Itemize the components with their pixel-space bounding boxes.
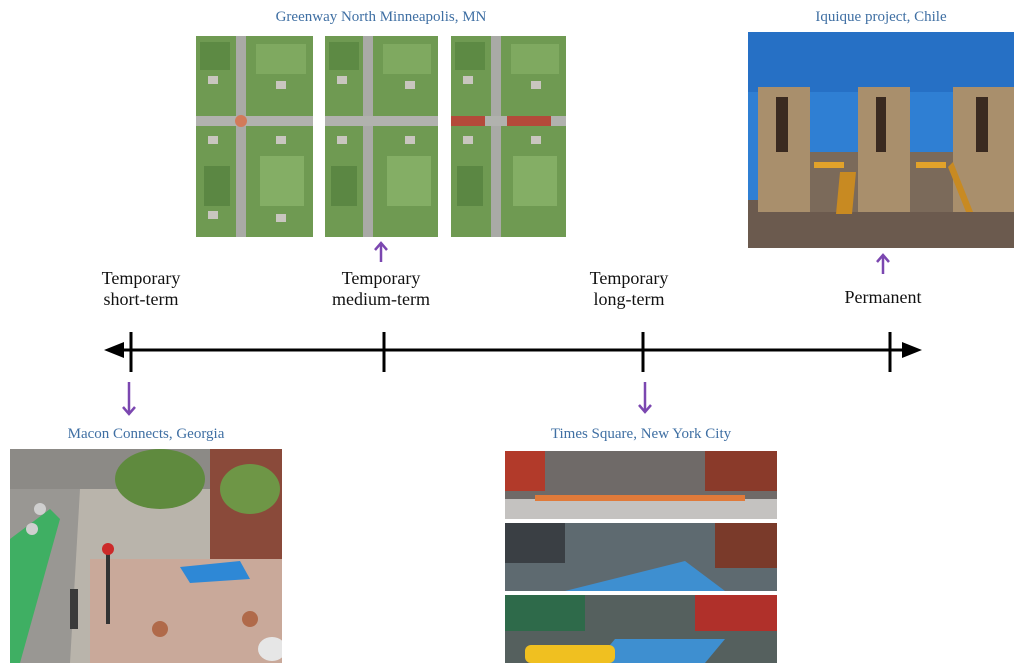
stage-long-term-line1: Temporary: [589, 268, 669, 288]
stage-short-term-line1: Temporary: [101, 268, 181, 288]
greenway-aerial-image-3: [451, 36, 566, 237]
greenway-caption: Greenway North Minneapolis, MN: [275, 9, 487, 25]
stage-label-medium-term: Temporary medium-term: [311, 268, 451, 310]
macon-street-photo: [10, 449, 282, 663]
timeline-right-arrowhead: [902, 342, 922, 358]
stage-label-permanent: Permanent: [813, 287, 953, 308]
stage-short-term-line2: short-term: [103, 289, 179, 309]
stage-label-short-term: Temporary short-term: [71, 268, 211, 310]
arrow-short-term-down: [122, 382, 136, 416]
stage-label-long-term: Temporary long-term: [559, 268, 699, 310]
arrow-permanent-up: [876, 253, 890, 274]
macon-caption: Macon Connects, Georgia: [67, 426, 225, 442]
iquique-caption: Iquique project, Chile: [815, 9, 947, 25]
arrow-medium-term-up: [374, 241, 388, 262]
stage-medium-term-line1: Temporary: [341, 268, 421, 288]
greenway-aerial-image-2: [325, 36, 438, 237]
iquique-housing-photo: [748, 32, 1014, 248]
greenway-aerial-image-1: [196, 36, 313, 237]
stage-long-term-line2: long-term: [593, 289, 665, 309]
stage-medium-term-line2: medium-term: [332, 289, 430, 309]
stage-permanent-line1: Permanent: [844, 287, 922, 307]
timeline-left-arrowhead: [104, 342, 124, 358]
times-square-photo-strip: [505, 451, 777, 663]
arrow-long-term-down: [638, 382, 652, 414]
times-square-caption: Times Square, New York City: [550, 426, 732, 442]
